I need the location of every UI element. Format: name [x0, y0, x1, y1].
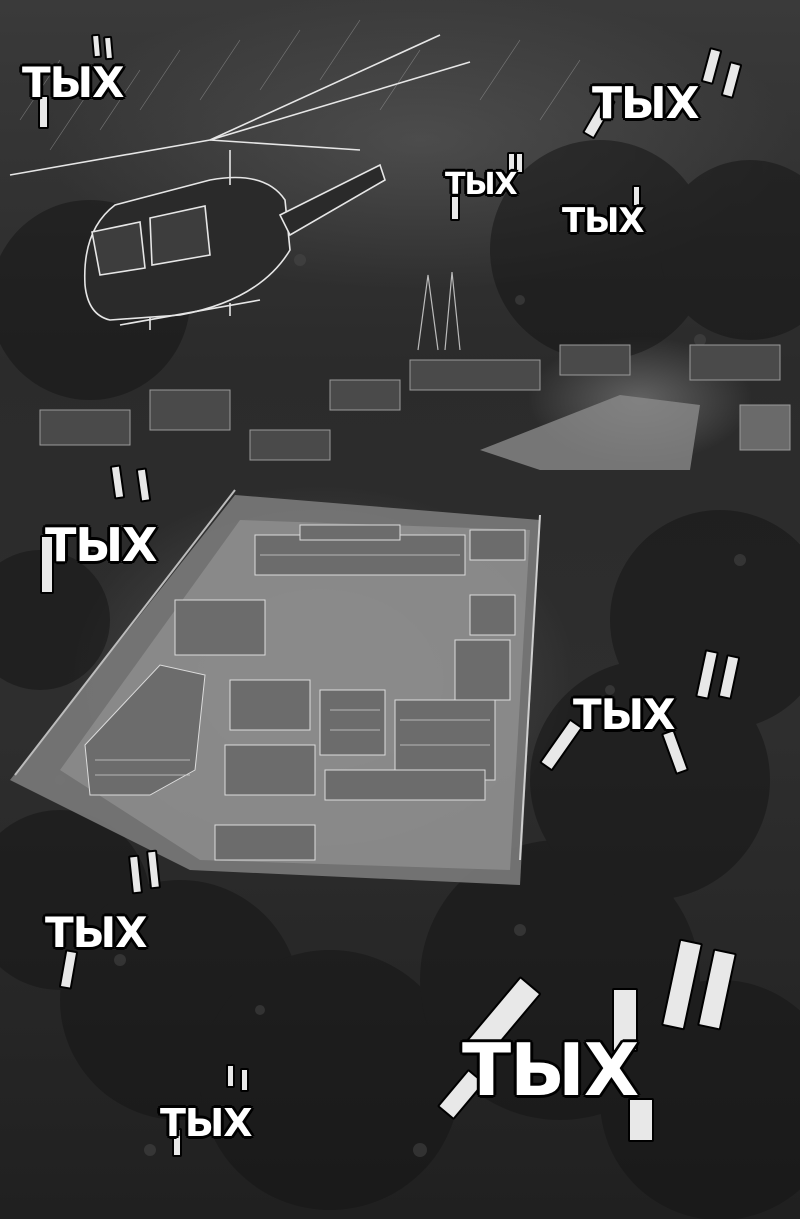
impact-mark	[40, 535, 54, 594]
impact-mark	[632, 185, 641, 207]
impact-mark	[240, 1068, 249, 1092]
impact-mark	[226, 1064, 235, 1088]
radio-towers	[417, 271, 461, 351]
sound-effect-text: ТЫХ	[45, 908, 148, 957]
sound-effect-text: ТЫХ	[573, 690, 676, 739]
sound-effect-text: ТЫХ	[22, 58, 125, 107]
impact-mark	[38, 95, 49, 129]
distant-town	[39, 344, 791, 461]
sound-effect-text: ТЫХ	[592, 78, 700, 129]
sound-effect-text: ТЫХ	[160, 1101, 253, 1145]
impact-mark	[450, 195, 460, 221]
impact-mark	[172, 1128, 182, 1157]
sound-effect-text: ТЫХ	[445, 167, 518, 202]
sound-effect-text: ТЫХ	[462, 1028, 639, 1112]
impact-mark	[612, 988, 638, 1052]
school-complex	[10, 489, 541, 885]
lit-plaza	[480, 395, 700, 470]
impact-mark	[628, 1098, 654, 1142]
helicopter	[9, 34, 471, 330]
impact-mark	[515, 152, 524, 174]
rain-streaks	[19, 19, 581, 151]
sound-effect-text: ТЫХ	[562, 201, 645, 241]
sound-effect-text: ТЫХ	[45, 518, 158, 572]
